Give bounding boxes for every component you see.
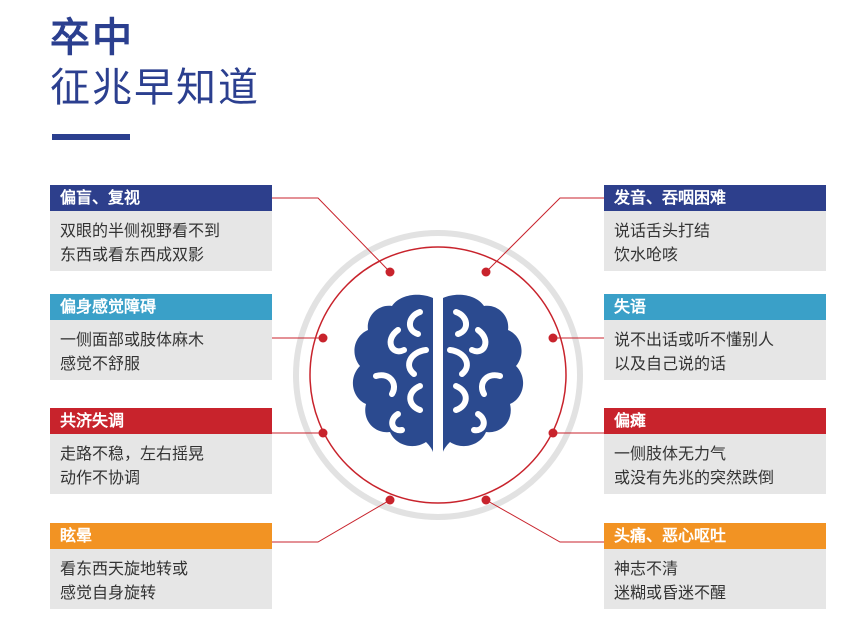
title-line1: 卒中 <box>50 15 134 61</box>
symptom-card-left-4: 眩晕 看东西天旋地转或 感觉自身旋转 <box>50 523 272 609</box>
symptom-heading: 偏盲、复视 <box>50 185 272 211</box>
connector-left-4 <box>272 499 391 543</box>
symptom-heading: 偏身感觉障碍 <box>50 294 272 320</box>
symptom-heading: 眩晕 <box>50 523 272 549</box>
title-underline <box>52 134 130 140</box>
dot <box>318 333 328 343</box>
dot <box>318 428 328 438</box>
symptom-heading: 共济失调 <box>50 408 272 434</box>
symptom-line: 饮水呛咳 <box>614 245 679 264</box>
symptom-heading: 失语 <box>604 294 826 320</box>
connector-left-1 <box>272 197 391 273</box>
title-line2: 征兆早知道 <box>50 65 260 111</box>
symptom-line: 双眼的半侧视野看不到 <box>60 221 221 240</box>
symptom-card-right-1: 发音、吞咽困难 说话舌头打结 饮水呛咳 <box>604 185 826 271</box>
symptom-card-right-2: 失语 说不出话或听不懂别人 以及自己说的话 <box>604 294 826 380</box>
symptom-description: 说不出话或听不懂别人 以及自己说的话 <box>604 320 826 380</box>
outer-ring <box>293 230 583 520</box>
dot <box>481 495 491 505</box>
symptom-description: 说话舌头打结 饮水呛咳 <box>604 211 826 271</box>
dot <box>385 267 395 277</box>
symptom-line: 说不出话或听不懂别人 <box>614 330 775 349</box>
symptom-card-right-4: 头痛、恶心呕吐 神志不清 迷糊或昏迷不醒 <box>604 523 826 609</box>
symptom-description: 一侧面部或肢体麻木 感觉不舒服 <box>50 320 272 380</box>
symptom-line: 一侧面部或肢体麻木 <box>60 330 205 349</box>
symptom-card-right-3: 偏瘫 一侧肢体无力气 或没有先兆的突然跌倒 <box>604 408 826 494</box>
dot <box>548 428 558 438</box>
symptom-line: 迷糊或昏迷不醒 <box>614 583 727 602</box>
symptom-description: 双眼的半侧视野看不到 东西或看东西成双影 <box>50 211 272 271</box>
dot <box>385 495 395 505</box>
symptom-description: 一侧肢体无力气 或没有先兆的突然跌倒 <box>604 434 826 494</box>
connector-right-4 <box>485 499 604 543</box>
symptom-line: 或没有先兆的突然跌倒 <box>614 468 775 487</box>
dot <box>548 333 558 343</box>
dot <box>481 267 491 277</box>
symptom-line: 说话舌头打结 <box>614 221 711 240</box>
symptom-card-left-2: 偏身感觉障碍 一侧面部或肢体麻木 感觉不舒服 <box>50 294 272 380</box>
symptom-line: 神志不清 <box>614 559 679 578</box>
symptom-heading: 偏瘫 <box>604 408 826 434</box>
symptom-line: 看东西天旋地转或 <box>60 559 189 578</box>
symptom-heading: 头痛、恶心呕吐 <box>604 523 826 549</box>
symptom-description: 走路不稳，左右摇晃 动作不协调 <box>50 434 272 494</box>
symptom-line: 动作不协调 <box>60 468 141 487</box>
symptom-line: 一侧肢体无力气 <box>614 444 727 463</box>
symptom-card-left-1: 偏盲、复视 双眼的半侧视野看不到 东西或看东西成双影 <box>50 185 272 271</box>
connector-right-1 <box>485 197 604 273</box>
brain-icon <box>352 294 524 452</box>
symptom-line: 感觉自身旋转 <box>60 583 157 602</box>
symptom-card-left-3: 共济失调 走路不稳，左右摇晃 动作不协调 <box>50 408 272 494</box>
red-ring <box>309 246 567 504</box>
symptom-description: 神志不清 迷糊或昏迷不醒 <box>604 549 826 609</box>
symptom-line: 走路不稳，左右摇晃 <box>60 444 205 463</box>
symptom-line: 感觉不舒服 <box>60 354 141 373</box>
symptom-line: 东西或看东西成双影 <box>60 245 205 264</box>
symptom-line: 以及自己说的话 <box>614 354 727 373</box>
symptom-heading: 发音、吞咽困难 <box>604 185 826 211</box>
symptom-description: 看东西天旋地转或 感觉自身旋转 <box>50 549 272 609</box>
